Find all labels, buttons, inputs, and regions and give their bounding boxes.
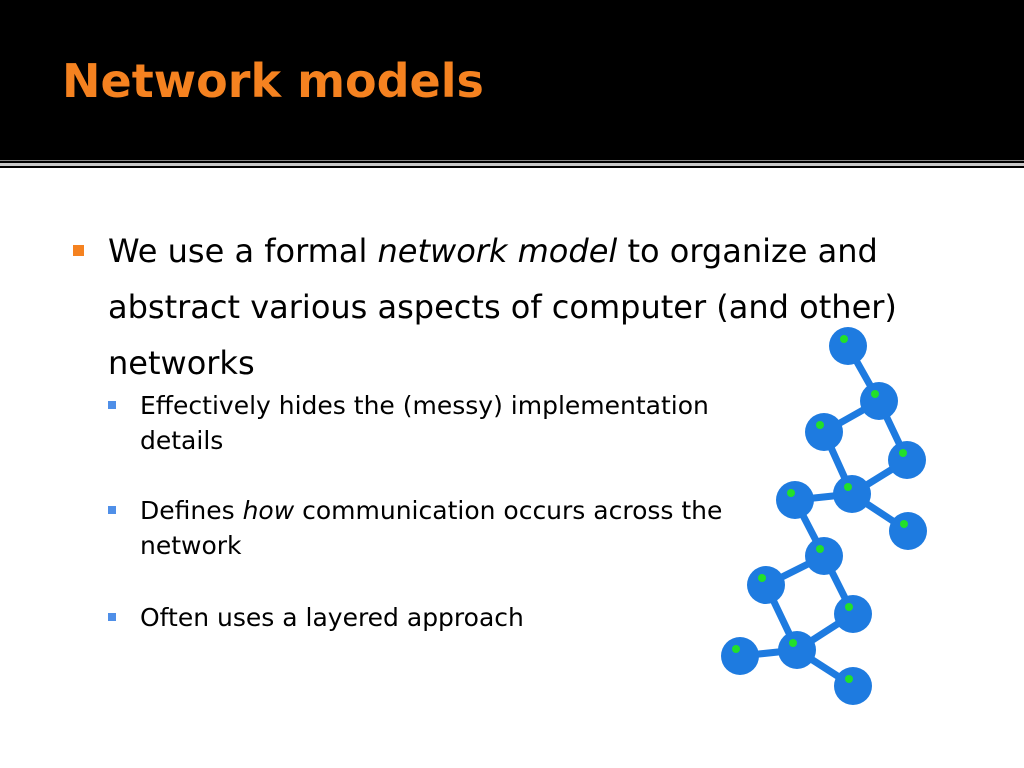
sub-bullet-1-text-before: Effectively hides the (messy) implementa…	[140, 391, 709, 455]
orange-square-bullet-icon	[73, 245, 84, 256]
sub-bullet-2-emphasis: how	[242, 496, 295, 525]
sub-bullet-2-text-before: Defines	[140, 496, 243, 525]
sub-bullet-2-text-after: communication occurs across the network	[140, 496, 723, 560]
blue-square-bullet-icon	[108, 613, 116, 621]
title-bar: Network models	[0, 0, 1024, 160]
blue-square-bullet-icon	[108, 401, 116, 409]
sub-bullet-2: Defines how communication occurs across …	[108, 493, 748, 563]
sub-bullet-1: Effectively hides the (messy) implementa…	[108, 388, 748, 458]
slide-content: We use a formal network model to organiz…	[0, 168, 1024, 768]
sub-bullet-3-text-before: Often uses a layered approach	[140, 603, 524, 632]
sub-bullet-3-text: Often uses a layered approach	[108, 600, 748, 635]
slide-title: Network models	[62, 54, 484, 108]
main-bullet-emphasis: network model	[377, 232, 618, 270]
sub-bullet-3: Often uses a layered approach	[108, 600, 748, 635]
blue-square-bullet-icon	[108, 506, 116, 514]
sub-bullet-2-text: Defines how communication occurs across …	[108, 493, 748, 563]
sub-bullet-1-text: Effectively hides the (messy) implementa…	[108, 388, 748, 458]
title-separator-line	[0, 163, 1024, 166]
main-bullet-text: We use a formal network model to organiz…	[73, 223, 958, 391]
main-bullet: We use a formal network model to organiz…	[73, 223, 953, 391]
main-bullet-text-before: We use a formal	[108, 232, 378, 270]
main-bullet-text-after: to organize and abstract various aspects…	[108, 232, 897, 382]
